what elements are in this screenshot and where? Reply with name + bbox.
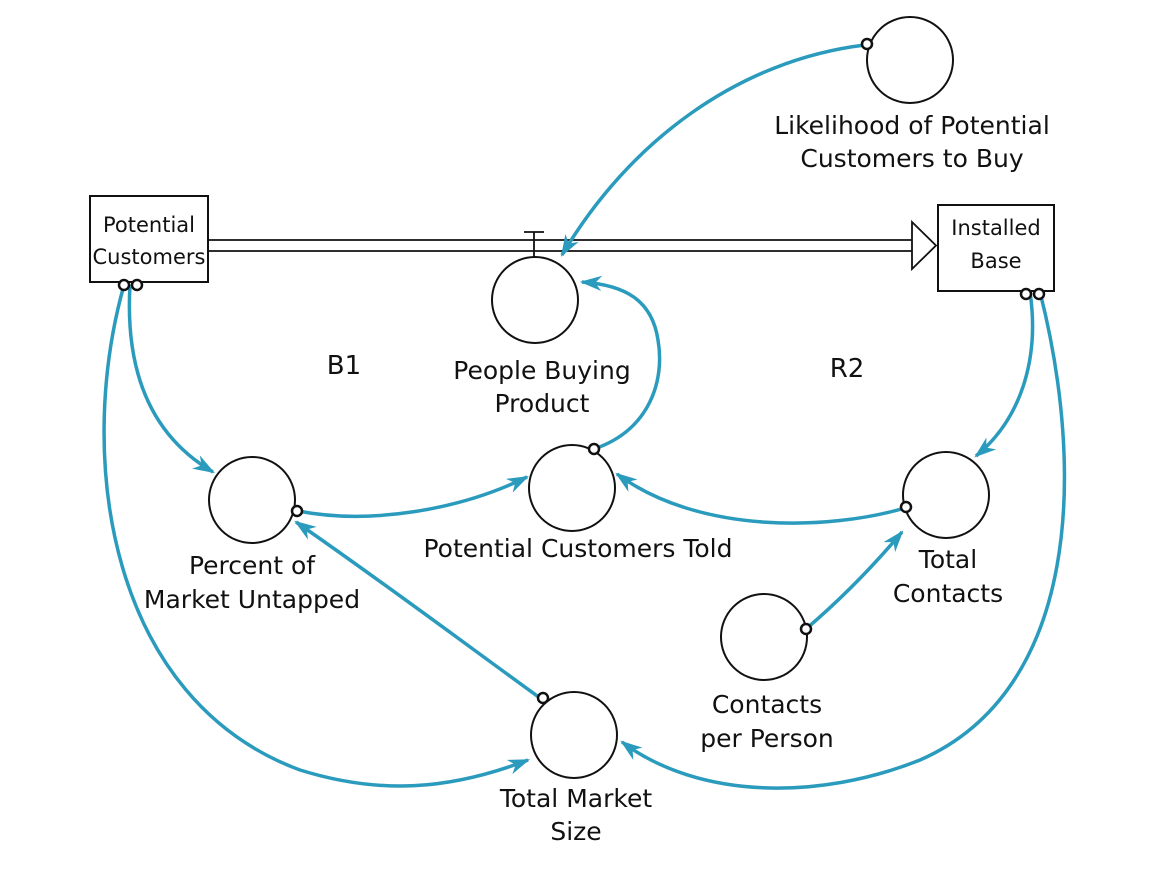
flow-arrowhead <box>911 219 938 272</box>
likelihood-node <box>866 16 954 104</box>
svg-text:per Person: per Person <box>700 724 833 753</box>
link-potential-to-percent <box>127 284 215 474</box>
link-likelihood-to-buying <box>560 43 866 257</box>
total-market-node <box>530 691 618 779</box>
loop-b1-label: B1 <box>327 351 361 381</box>
stock-label-line1: Potential <box>103 213 195 237</box>
causal-links <box>102 43 1067 790</box>
people-buying-node <box>491 256 579 344</box>
link-market-to-percent <box>294 520 542 700</box>
link-potential-to-market <box>102 284 531 788</box>
svg-text:Size: Size <box>550 817 601 846</box>
contacts-per-person-node <box>720 593 808 681</box>
stock-potential-customers: Potential Customers <box>89 195 209 283</box>
link-percent-to-told <box>297 475 529 518</box>
link-cpp-to-contacts <box>804 530 904 631</box>
svg-text:Potential Customers Told: Potential Customers Told <box>423 534 732 563</box>
total-contacts-label: Total Contacts <box>893 545 1003 608</box>
link-tails <box>117 37 1046 705</box>
stock-label-line1: Installed <box>951 216 1040 240</box>
svg-text:Likelihood of Potential: Likelihood of Potential <box>774 111 1050 140</box>
svg-text:Percent of: Percent of <box>189 551 316 580</box>
link-installed-to-contacts <box>974 291 1035 458</box>
total-market-label: Total Market Size <box>499 784 652 846</box>
svg-text:Customers to Buy: Customers to Buy <box>800 144 1023 173</box>
potential-told-node <box>528 444 616 532</box>
svg-text:Product: Product <box>495 389 590 418</box>
percent-untapped-node <box>208 456 296 544</box>
flow-pipe <box>208 219 938 272</box>
percent-untapped-label: Percent of Market Untapped <box>144 551 360 614</box>
people-buying-label: People Buying Product <box>453 356 630 418</box>
total-contacts-node <box>902 451 990 539</box>
link-contacts-to-told <box>615 472 906 525</box>
link-installed-to-market <box>620 291 1067 790</box>
svg-text:People Buying: People Buying <box>453 356 630 385</box>
potential-told-label: Potential Customers Told <box>423 534 732 563</box>
stock-label-line2: Base <box>970 249 1021 273</box>
loop-r2-label: R2 <box>830 354 865 384</box>
svg-text:Contacts: Contacts <box>712 690 822 719</box>
stock-installed-base: Installed Base <box>937 204 1055 292</box>
link-told-to-buying <box>579 275 662 451</box>
svg-text:Total: Total <box>918 545 977 574</box>
svg-text:Contacts: Contacts <box>893 579 1003 608</box>
contacts-per-person-label: Contacts per Person <box>700 690 833 753</box>
svg-text:Total Market: Total Market <box>499 784 652 813</box>
svg-text:Market Untapped: Market Untapped <box>144 585 360 614</box>
stock-label-line2: Customers <box>93 245 206 269</box>
likelihood-label: Likelihood of Potential Customers to Buy <box>774 111 1050 173</box>
